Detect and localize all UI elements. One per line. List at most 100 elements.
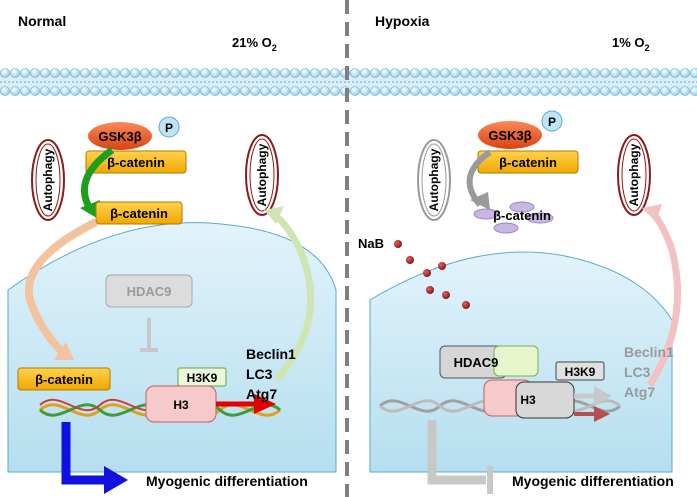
catenin-import-head — [54, 342, 74, 360]
lipid-head — [580, 68, 590, 78]
lipid-head — [420, 68, 430, 78]
gsk3b-label: GSK3β — [98, 129, 141, 144]
nab-molecule — [462, 301, 470, 309]
lipid-head — [560, 68, 570, 78]
lipid-head — [70, 68, 80, 78]
autophagy-induction-arrow-hypoxia — [647, 209, 682, 387]
lipid-head — [210, 86, 220, 96]
lipid-head — [520, 68, 530, 78]
beta-catenin-mid — [95, 201, 183, 225]
lipid-head — [300, 86, 310, 96]
lipid-head — [420, 86, 430, 96]
phospho-label: P — [165, 121, 173, 135]
lipid-head — [460, 86, 470, 96]
lipid-head — [390, 86, 400, 96]
lipid-head — [370, 68, 380, 78]
h3-deacetylated — [515, 381, 575, 419]
phospho-circle-hypoxia — [541, 110, 563, 132]
lipid-head — [280, 68, 290, 78]
autophagy-left-label-hypoxia: Autophagy — [427, 148, 441, 211]
lipid-head — [360, 86, 370, 96]
lipid-head — [0, 86, 10, 96]
lipid-head — [50, 68, 60, 78]
grey-arrow-head — [470, 192, 490, 210]
normal-title: Normal — [18, 13, 66, 29]
lipid-head — [440, 68, 450, 78]
lipid-head — [30, 68, 40, 78]
autophagy-right-inner-hypoxia — [621, 138, 647, 212]
lipid-head — [130, 68, 140, 78]
nab-molecule — [394, 240, 402, 248]
lipid-head — [610, 68, 620, 78]
lipid-head — [130, 86, 140, 96]
lipid-head — [650, 86, 660, 96]
gsk3b-ellipse — [88, 122, 152, 150]
lipid-head — [140, 68, 150, 78]
lipid-head — [660, 86, 670, 96]
lipid-head — [560, 86, 570, 96]
lipid-head — [380, 86, 390, 96]
lipid-head — [80, 86, 90, 96]
lipid-head — [400, 86, 410, 96]
lipid-head — [90, 68, 100, 78]
h3-label-hypoxia: H3 — [520, 393, 536, 407]
hdac9-label: HDAC9 — [127, 284, 172, 299]
lipid-head — [60, 68, 70, 78]
lipid-head — [250, 86, 260, 96]
lipid-head — [10, 86, 20, 96]
lipid-head — [520, 86, 530, 96]
hypoxia-panel: Hypoxia 1% O2 GSK3β P β-catenin β-cateni… — [358, 13, 682, 494]
nab-molecule — [438, 262, 446, 270]
lipid-head — [610, 86, 620, 96]
nab-molecule — [406, 256, 414, 264]
autophagy-right-label: Autophagy — [255, 143, 269, 206]
autophagy-left-oval — [31, 139, 65, 221]
lipid-head — [320, 86, 330, 96]
beta-catenin-mid-label: β-catenin — [110, 206, 168, 221]
gene-beclin1: Beclin1 — [246, 346, 296, 362]
lipid-head — [280, 86, 290, 96]
beta-catenin-top-hypoxia-label: β-catenin — [499, 155, 557, 170]
lipid-head — [400, 68, 410, 78]
autophagy-right-oval-hypoxia — [617, 134, 651, 216]
gene-atg7-hypoxia: Atg7 — [624, 384, 655, 400]
lipid-head — [260, 68, 270, 78]
lipid-head — [40, 86, 50, 96]
hypoxia-oxygen: 1% O2 — [612, 35, 650, 53]
phospho-label-hypoxia: P — [548, 115, 556, 129]
lipid-head — [150, 86, 160, 96]
lipid-head — [530, 86, 540, 96]
nab-molecule — [426, 286, 434, 294]
lipid-head — [140, 86, 150, 96]
lipid-head — [230, 68, 240, 78]
lipid-head — [390, 68, 400, 78]
lipid-head — [680, 68, 690, 78]
autophagy-induction-head — [264, 206, 284, 224]
lipid-head — [680, 86, 690, 96]
grey-transcription-head — [594, 386, 612, 406]
lipid-head — [0, 68, 10, 78]
gene-lc3: LC3 — [246, 366, 273, 382]
lipid-head — [360, 68, 370, 78]
blue-differentiation-arrow — [61, 422, 108, 485]
lipid-head — [350, 68, 360, 78]
gene-beclin1-hypoxia: Beclin1 — [624, 344, 674, 360]
lipid-head — [510, 68, 520, 78]
autophagy-induction-arrow — [271, 211, 315, 383]
lipid-head — [210, 68, 220, 78]
lipid-head — [50, 86, 60, 96]
autophagy-right-oval — [245, 134, 279, 216]
beta-catenin-top-label: β-catenin — [107, 155, 165, 170]
lipid-head — [150, 68, 160, 78]
lipid-head — [240, 68, 250, 78]
lipid-head — [460, 68, 470, 78]
lipid-head — [110, 68, 120, 78]
lipid-head — [580, 86, 590, 96]
normal-oxygen: 21% O2 — [232, 35, 277, 53]
lipid-head — [620, 68, 630, 78]
lipid-head — [570, 68, 580, 78]
h3k9-box-hypoxia — [555, 361, 605, 381]
lipid-head — [100, 68, 110, 78]
lipid-head — [80, 68, 90, 78]
